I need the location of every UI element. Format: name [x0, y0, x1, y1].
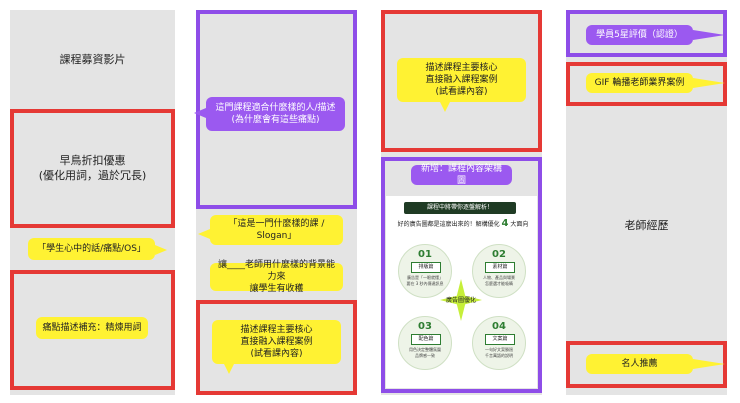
rating-callout: 學員5星評價（認證）: [586, 25, 693, 45]
teacher-experience-label: 老師經歷: [624, 219, 669, 232]
rating-box: [566, 10, 727, 57]
infographic-item: 01 排版篇 廣告是「一眼就懂」 要在 3 秒內傳達訊息: [398, 244, 452, 298]
infographic-item: 04 文案篇 一句好文案勝過 千言萬語的說明: [472, 316, 526, 370]
framework-box: [381, 157, 542, 393]
infographic-item-desc: 用色決定整體氛圍 品牌感一致: [409, 347, 441, 358]
video-section-label: 課程募資影片: [59, 53, 126, 66]
pain-point-box: [10, 270, 175, 390]
core-case-callout-left-tail: [224, 364, 234, 374]
infographic-item: 02 素材篇 人物、產品與場景 怎麼選才能吸睛: [472, 244, 526, 298]
infographic-header: 課程中將帶你逐盤解析！: [404, 202, 516, 214]
course-framework-infographic: 課程中將帶你逐盤解析！ 好的廣告圖都是這麼出來的！解構優化 4 大面向 01 排…: [386, 196, 537, 388]
infographic-item-desc: 人物、產品與場景 怎麼選才能吸睛: [483, 275, 515, 286]
early-bird-label: 早鳥折扣優惠 (優化用詞，過於冗長): [38, 154, 147, 182]
teacher-background-callout: 讓____老師用什麼樣的背景能力來 讓學生有收穫: [210, 260, 343, 294]
infographic-item-desc: 廣告是「一眼就懂」 要在 3 秒內傳達訊息: [406, 275, 444, 286]
suitable-audience-callout: 這門課程適合什麼樣的人/描述 (為什麼會有這些痛點): [206, 97, 345, 131]
infographic-item-desc: 一句好文案勝過 千言萬語的說明: [485, 347, 513, 358]
slogan-callout-tail: [198, 229, 210, 239]
infographic-subtitle-number: 4: [501, 218, 509, 229]
infographic-item: 03 配色篇 用色決定整體氛圍 品牌感一致: [398, 316, 452, 370]
early-bird-box: [10, 109, 175, 228]
infographic-item-number: 03: [418, 321, 432, 332]
core-case-box-right: [381, 10, 542, 152]
infographic-item-tag: 配色篇: [411, 334, 441, 345]
student-voice-callout: 「學生心中的話/痛點/OS」: [28, 238, 155, 260]
slogan-callout: 「這是一門什麼樣的課 / Slogan」: [210, 215, 343, 245]
gif-box: [566, 62, 727, 106]
suitable-audience-callout-tail: [194, 108, 206, 118]
core-case-callout-left: 描述課程主要核心 直接融入課程案例 (試看課內容): [212, 320, 341, 364]
infographic-subtitle-pre: 好的廣告圖都是這麼出來的！解構優化: [397, 221, 500, 228]
gif-callout-tail: [693, 78, 725, 88]
infographic-center-label: 廣告圖優化: [445, 297, 476, 304]
infographic-subtitle: 好的廣告圖都是這麼出來的！解構優化 4 大面向: [390, 218, 536, 229]
framework-callout: 新增：課程內容架構圖: [411, 164, 512, 186]
core-case-callout-right: 描述課程主要核心 直接融入課程案例 (試看課內容): [397, 58, 526, 102]
gif-callout: GIF 輪播老師業界案例: [586, 73, 693, 93]
celebrity-box: [566, 341, 727, 388]
celebrity-callout: 名人推薦: [586, 354, 693, 374]
infographic-item-number: 04: [492, 321, 506, 332]
infographic-item-tag: 素材篇: [485, 262, 515, 273]
pain-point-callout: 痛點描述補充：精煉用詞: [36, 317, 148, 339]
infographic-item-tag: 排版篇: [411, 262, 441, 273]
core-case-callout-right-tail: [440, 102, 450, 112]
core-case-box-left: [196, 300, 357, 395]
infographic-item-number: 01: [418, 249, 432, 260]
infographic-item-tag: 文案篇: [485, 334, 515, 345]
infographic-subtitle-post: 大面向: [510, 221, 529, 228]
infographic-item-number: 02: [492, 249, 506, 260]
rating-callout-tail: [693, 30, 725, 40]
student-voice-callout-tail: [155, 245, 167, 255]
celebrity-callout-tail: [693, 359, 725, 369]
